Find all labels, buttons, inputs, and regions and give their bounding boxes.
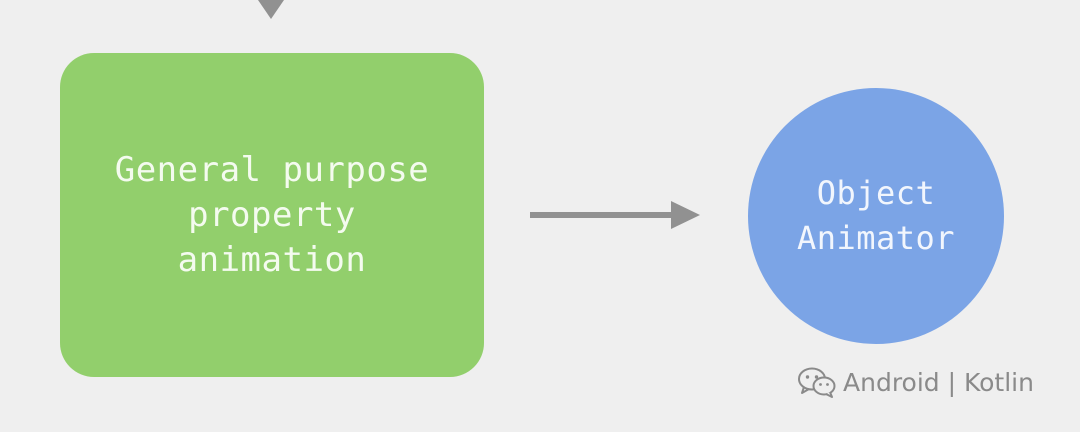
watermark-text: Android | Kotlin	[843, 367, 1034, 397]
watermark: Android | Kotlin	[797, 366, 1034, 398]
connector-arrow	[530, 201, 700, 229]
wechat-icon	[798, 367, 836, 398]
object-animator-label: Object Animator	[796, 174, 956, 257]
general-purpose-property-animation-box: General purpose property animation	[60, 53, 484, 377]
incoming-arrow	[258, 0, 284, 19]
general-purpose-label: General purpose property animation	[114, 149, 430, 280]
object-animator-circle: Object Animator	[748, 88, 1004, 344]
